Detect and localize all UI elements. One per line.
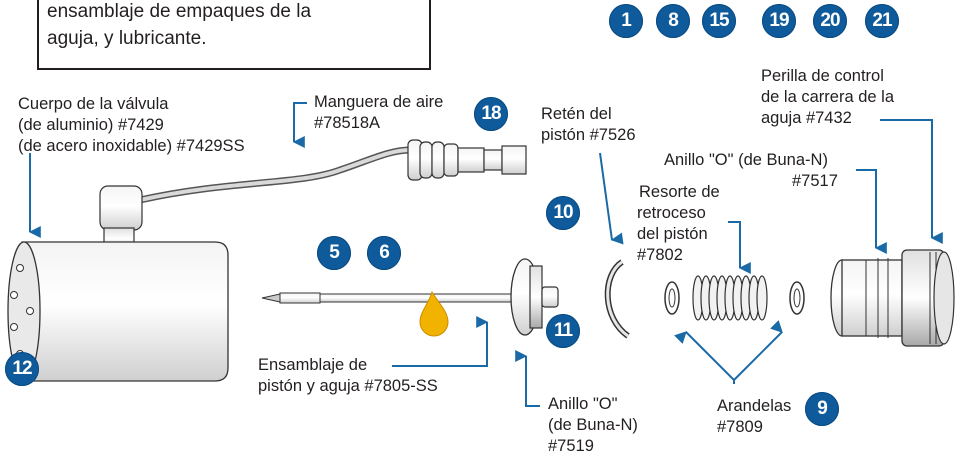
leader-arrows (28, 102, 943, 407)
label-piston-needle-assembly: Ensamblaje de pistón y aguja #7805-SS (258, 356, 438, 395)
label-oring-buna-7517: Anillo "O" (de Buna-N) #7517 (664, 151, 838, 190)
washers-and-spring (664, 275, 805, 321)
badge-21: 21 (865, 4, 899, 38)
stroke-control-knob (830, 249, 955, 347)
badge-20: 20 (813, 4, 847, 38)
label-piston-retainer: Retén del pistón #7526 (541, 105, 636, 144)
label-washers: Arandelas #7809 (717, 397, 792, 436)
instruction-note: ensamblaje de empaques de la aguja, y lu… (37, 0, 431, 70)
badge-10: 10 (546, 196, 580, 230)
badge-18: 18 (474, 97, 508, 131)
badge-15: 15 (702, 4, 736, 38)
note-line-1: ensamblaje de empaques de la (47, 1, 312, 22)
badge-11: 11 (546, 314, 580, 348)
badge-5: 5 (317, 236, 351, 270)
label-oring-buna-7519: Anillo "O" (de Buna-N) #7519 (548, 395, 638, 455)
piston-retainer-clip (604, 259, 630, 339)
badge-12: 12 (5, 352, 39, 386)
badge-9: 9 (805, 392, 839, 426)
note-line-2: aguja, y lubricante. (47, 28, 207, 49)
valve-body (7, 185, 229, 382)
air-hose (139, 139, 527, 204)
badge-8: 8 (656, 4, 690, 38)
badge-19: 19 (762, 4, 796, 38)
badge-6: 6 (367, 236, 401, 270)
piston-needle-assembly (261, 258, 559, 337)
label-return-spring: Resorte de retroceso del pistón #7802 (637, 183, 720, 264)
label-stroke-knob: Perilla de control de la carrera de la a… (761, 67, 894, 127)
badge-1: 1 (609, 4, 643, 38)
label-air-hose: Manguera de aire #78518A (314, 93, 444, 132)
label-valve-body: Cuerpo de la válvula (de aluminio) #7429… (18, 95, 245, 155)
